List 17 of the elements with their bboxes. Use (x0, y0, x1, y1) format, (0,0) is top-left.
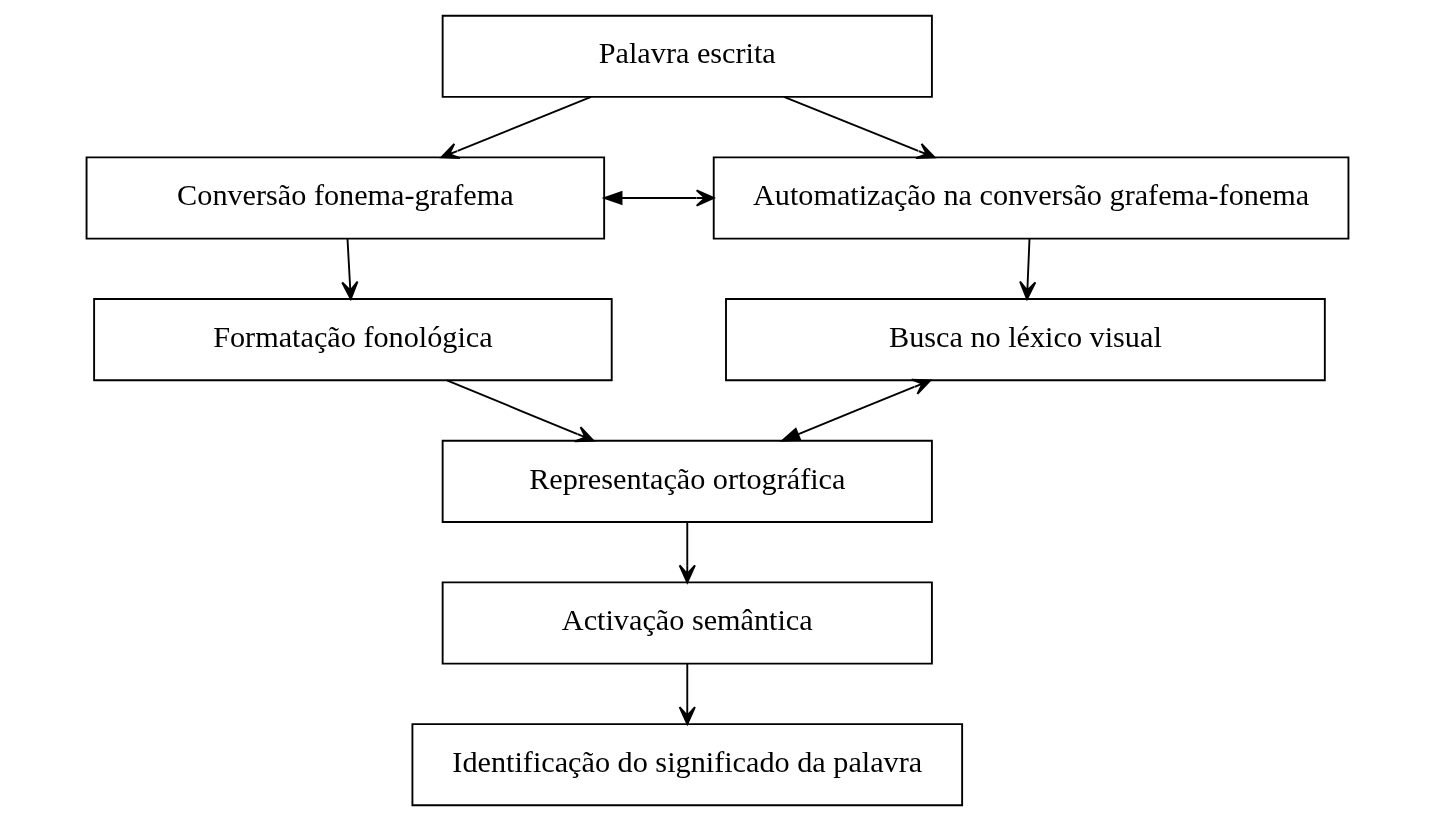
node-box: Identificação do significado da palavra (410, 723, 963, 807)
arrow (779, 378, 931, 442)
node-box: Palavra escrita (441, 14, 933, 98)
node-box: Formatação fonológica (92, 298, 613, 382)
node-box: Automatização na conversão grafema-fonema (712, 156, 1349, 240)
node-box: Representação ortográfica (441, 439, 933, 523)
arrow (1018, 238, 1036, 300)
node-box: Busca no léxico visual (724, 298, 1326, 382)
arrow (782, 96, 935, 160)
arrow (439, 96, 592, 160)
node-box: Activação semântica (441, 581, 933, 665)
arrow (678, 521, 696, 584)
arrow (678, 663, 696, 725)
arrow (445, 379, 594, 443)
node-box: Conversão fonema-grafema (85, 156, 605, 240)
arrow (601, 189, 715, 207)
arrow (340, 238, 358, 300)
